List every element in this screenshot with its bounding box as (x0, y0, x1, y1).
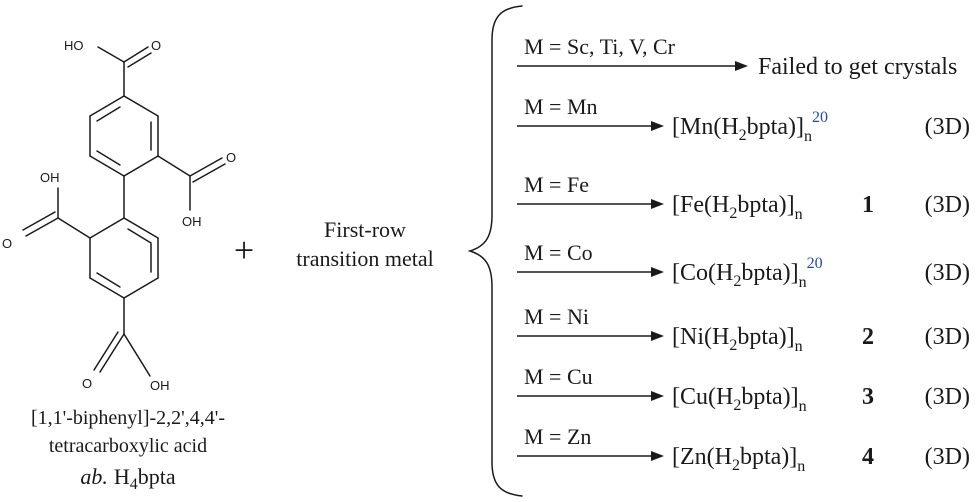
reaction-arrow-head (651, 199, 664, 209)
ligand-structure: HO O O OH OH O O OH (2, 38, 236, 493)
reaction-row: M = Zn [Zn(H2bpta)]n 4 (3D) (517, 424, 970, 475)
formula-part: n (799, 274, 807, 291)
formula-part: [Co(H (672, 260, 733, 286)
reaction-product: [Cu(H2bpta)]n (672, 384, 807, 415)
formula-part: 2 (739, 127, 747, 144)
abbrev-subscript: 4 (130, 476, 138, 493)
left-carboxyl-group: OH O (2, 170, 91, 251)
formula-part: [Mn(H (672, 114, 739, 140)
reaction-condition: M = Mn (524, 94, 598, 119)
ligand-abbreviation: ab.H4bpta (80, 464, 176, 493)
upper-benzene-ring (89, 95, 159, 177)
formula-part: n (797, 458, 805, 475)
reaction-row: M = Mn [Mn(H2bpta)]n20 (3D) (517, 94, 970, 145)
formula-part: bpta)] (741, 260, 798, 286)
reaction-row: M = Fe [Fe(H2bpta)]n 1 (3D) (517, 172, 970, 223)
ligand-name-line1: [1,1'-biphenyl]-2,2',4,4'- (31, 407, 225, 429)
atom-o-top: O (151, 38, 161, 53)
reaction-product: [Co(H2bpta)]n20 (672, 255, 823, 291)
compound-number: 3 (862, 384, 874, 410)
reaction-row: M = Co [Co(H2bpta)]n20 (3D) (517, 240, 970, 291)
top-carboxyl-group: HO O (64, 38, 161, 97)
lower-benzene-ring (89, 217, 159, 299)
bottom-carboxyl-group: O OH (82, 297, 170, 393)
curly-brace (467, 5, 523, 497)
atom-oh-left: OH (40, 170, 60, 185)
formula-part: [Fe(H (672, 192, 729, 218)
reaction-arrow-head (651, 451, 664, 461)
reaction-arrow-head (651, 331, 664, 341)
atom-ho-top: HO (64, 38, 84, 53)
dimensionality-label: (3D) (925, 192, 970, 218)
reaction-arrow-head (651, 391, 664, 401)
reaction-arrow-head (651, 121, 664, 131)
reference-superscript: 20 (812, 109, 828, 126)
compound-number: 2 (862, 324, 874, 350)
compound-number: 4 (862, 444, 874, 470)
metal-label-line1: First-row (324, 217, 406, 242)
reaction-product: [Zn(H2bpta)]n (672, 444, 805, 475)
formula-part: 2 (733, 273, 741, 290)
abbrev-rest: bpta (138, 464, 176, 489)
formula-part: bpta)] (747, 114, 804, 140)
reaction-row: M = Cu [Cu(H2bpta)]n 3 (3D) (517, 364, 970, 415)
reaction-condition: M = Ni (524, 304, 589, 329)
atom-o-left: O (2, 236, 12, 251)
atom-o-mid-right: O (226, 150, 236, 165)
formula-part: bpta)] (737, 192, 794, 218)
dimensionality-label: (3D) (925, 444, 970, 470)
dimensionality-label: (3D) (925, 384, 970, 410)
formula-part: bpta)] (741, 384, 798, 410)
reaction-condition: M = Cu (524, 364, 593, 389)
compound-number: 1 (862, 192, 874, 218)
formula-part: n (795, 206, 803, 223)
reaction-arrow-head (651, 267, 664, 277)
ligand-name-line2: tetracarboxylic acid (49, 435, 207, 457)
dimensionality-label: (3D) (925, 260, 970, 286)
reaction-product: [Mn(H2bpta)]n20 (672, 109, 828, 145)
reaction-product: Failed to get crystals (758, 54, 957, 80)
formula-part: 2 (729, 337, 737, 354)
formula-part: 2 (732, 457, 740, 474)
metal-label-line2: transition metal (296, 246, 433, 271)
abbrev-h: H (114, 464, 130, 489)
formula-part: [Ni(H (672, 324, 729, 350)
reaction-condition: M = Zn (524, 424, 591, 449)
formula-part: bpta)] (737, 324, 794, 350)
formula-part: n (804, 128, 812, 145)
reaction-arrow-head (735, 61, 748, 71)
formula-part: 2 (733, 397, 741, 414)
formula-part: n (795, 338, 803, 355)
right-carboxyl-group: O OH (157, 150, 236, 229)
plus-sign: + (234, 230, 254, 270)
reaction-condition: M = Fe (524, 172, 589, 197)
dimensionality-label: (3D) (925, 114, 970, 140)
atom-oh-mid-right: OH (182, 214, 202, 229)
formula-part: [Zn(H (672, 444, 732, 470)
reaction-condition: M = Co (524, 240, 593, 265)
reference-superscript: 20 (807, 255, 823, 272)
reaction-product: [Ni(H2bpta)]n (672, 324, 803, 355)
reaction-condition: M = Sc, Ti, V, Cr (524, 34, 676, 59)
abbrev-prefix: ab. (80, 464, 108, 489)
atom-oh-bottom: OH (150, 378, 170, 393)
formula-part: 2 (729, 205, 737, 222)
reaction-row: M = Sc, Ti, V, Cr Failed to get crystals (517, 34, 957, 80)
formula-part: n (799, 398, 807, 415)
dimensionality-label: (3D) (925, 324, 970, 350)
formula-part: [Cu(H (672, 384, 733, 410)
atom-o-bottom: O (82, 376, 92, 391)
reaction-product: [Fe(H2bpta)]n (672, 192, 803, 223)
formula-part: bpta)] (740, 444, 797, 470)
